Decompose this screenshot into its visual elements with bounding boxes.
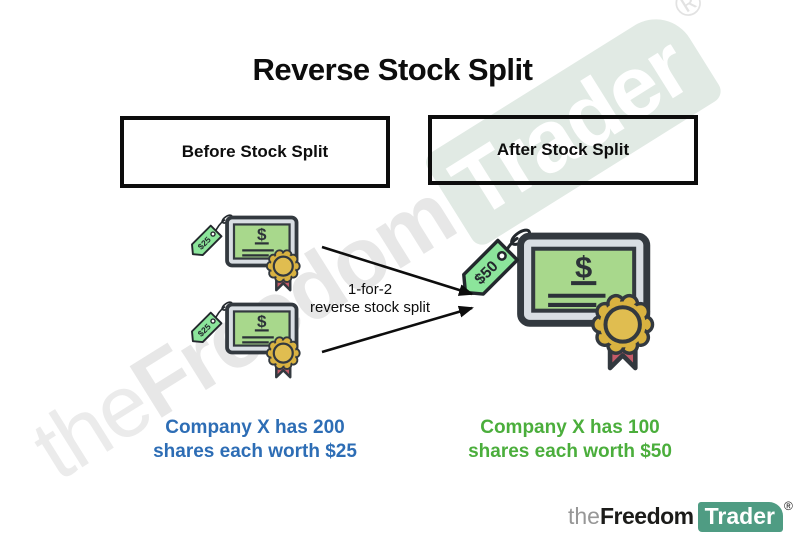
after-caption-line2: shares each worth $50	[468, 441, 672, 462]
before-caption-line1: Company X has 200	[165, 417, 345, 438]
price-tag-50: $50	[462, 238, 520, 296]
brand-registered-icon: ®	[783, 499, 793, 513]
before-certificate-1: $25	[191, 214, 302, 293]
split-ratio-line2: reverse stock split	[309, 299, 431, 316]
after-certificate: $50	[462, 228, 664, 375]
after-stock-split-label: After Stock Split	[496, 140, 630, 159]
price-tag-25-b: $25	[191, 311, 223, 344]
before-stock-split-box: Before Stock Split	[120, 116, 390, 188]
after-stock-split-box: After Stock Split	[428, 115, 698, 185]
after-caption: Company X has 100 shares each worth $50	[455, 416, 685, 464]
split-ratio-line1: 1-for-2	[347, 281, 393, 298]
before-caption: Company X has 200 shares each worth $25	[140, 416, 370, 464]
before-stock-split-label: Before Stock Split	[181, 142, 329, 161]
brand-freedom: Freedom	[599, 503, 694, 529]
after-caption-line1: Company X has 100	[480, 417, 660, 438]
price-tag-25-a: $25	[191, 224, 223, 257]
before-certificate-2: $25	[191, 301, 302, 380]
brand-trader: Trader	[697, 502, 783, 532]
before-caption-line2: shares each worth $25	[153, 441, 357, 462]
page-title: Reverse Stock Split	[252, 52, 533, 87]
brand-the: the	[568, 503, 600, 529]
split-ratio-label: 1-for-2 reverse stock split	[303, 281, 437, 317]
